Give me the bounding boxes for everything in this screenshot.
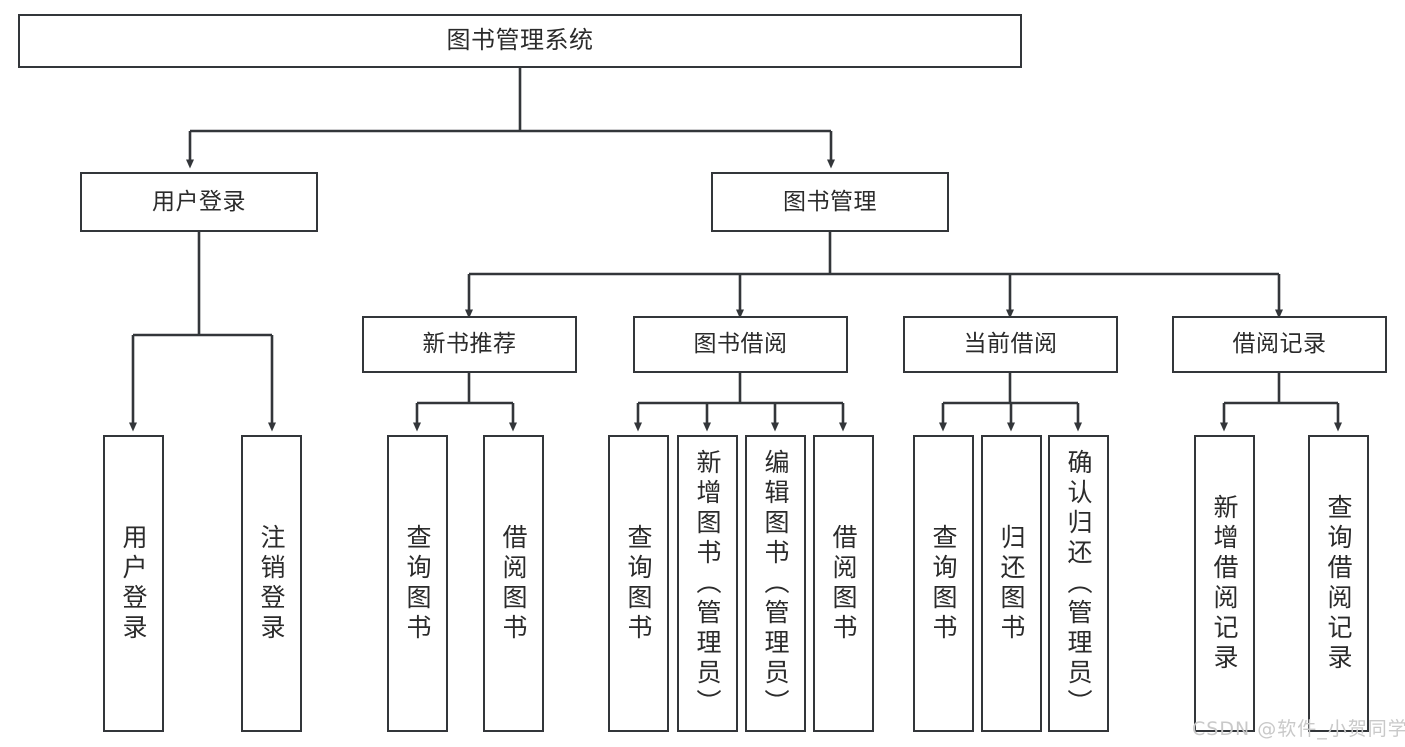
node-label: 借阅记录	[1232, 331, 1327, 358]
node-label: 归还图书	[997, 523, 1026, 644]
leaf-user-logout[interactable]: 注销登录	[241, 435, 302, 732]
node-label: 图书借阅	[693, 331, 788, 358]
node-label: 用户登录	[119, 523, 148, 644]
leaf-confirm-return-admin[interactable]: 确认归还（管理员）	[1048, 435, 1109, 732]
node-label: 用户登录	[152, 188, 246, 215]
node-label: 借阅图书	[829, 523, 858, 644]
node-book-borrow[interactable]: 图书借阅	[633, 316, 848, 373]
node-label: 查询借阅记录	[1324, 493, 1353, 674]
node-borrow-record[interactable]: 借阅记录	[1172, 316, 1387, 373]
node-label: 查询图书	[624, 523, 653, 644]
leaf-edit-book-admin[interactable]: 编辑图书（管理员）	[745, 435, 806, 732]
node-label: 新书推荐	[422, 331, 517, 358]
node-book-management[interactable]: 图书管理	[711, 172, 949, 232]
leaf-query-book-current[interactable]: 查询图书	[913, 435, 974, 732]
node-current-borrow[interactable]: 当前借阅	[903, 316, 1118, 373]
node-label: 注销登录	[257, 523, 286, 644]
node-label: 新增借阅记录	[1210, 493, 1239, 674]
leaf-add-book-admin[interactable]: 新增图书（管理员）	[677, 435, 738, 732]
node-label: 查询图书	[403, 523, 432, 644]
node-new-book-recommend[interactable]: 新书推荐	[362, 316, 577, 373]
node-label: 图书管理	[783, 188, 877, 215]
leaf-query-borrow-record[interactable]: 查询借阅记录	[1308, 435, 1369, 732]
leaf-borrow-book[interactable]: 借阅图书	[813, 435, 874, 732]
node-user-login[interactable]: 用户登录	[80, 172, 318, 232]
node-label: 当前借阅	[963, 331, 1058, 358]
node-label: 确认归还（管理员）	[1064, 448, 1093, 719]
csdn-watermark: CSDN @软件_小贺同学	[1192, 718, 1405, 740]
leaf-return-book[interactable]: 归还图书	[981, 435, 1042, 732]
leaf-user-login[interactable]: 用户登录	[103, 435, 164, 732]
node-label: 新增图书（管理员）	[693, 448, 722, 719]
node-label: 查询图书	[929, 523, 958, 644]
node-root-system[interactable]: 图书管理系统	[18, 14, 1022, 68]
node-label: 图书管理系统	[446, 26, 594, 55]
leaf-query-book-recommend[interactable]: 查询图书	[387, 435, 448, 732]
node-label: 借阅图书	[499, 523, 528, 644]
leaf-query-book-borrow[interactable]: 查询图书	[608, 435, 669, 732]
leaf-borrow-book-recommend[interactable]: 借阅图书	[483, 435, 544, 732]
leaf-add-borrow-record[interactable]: 新增借阅记录	[1194, 435, 1255, 732]
node-label: 编辑图书（管理员）	[761, 448, 790, 719]
